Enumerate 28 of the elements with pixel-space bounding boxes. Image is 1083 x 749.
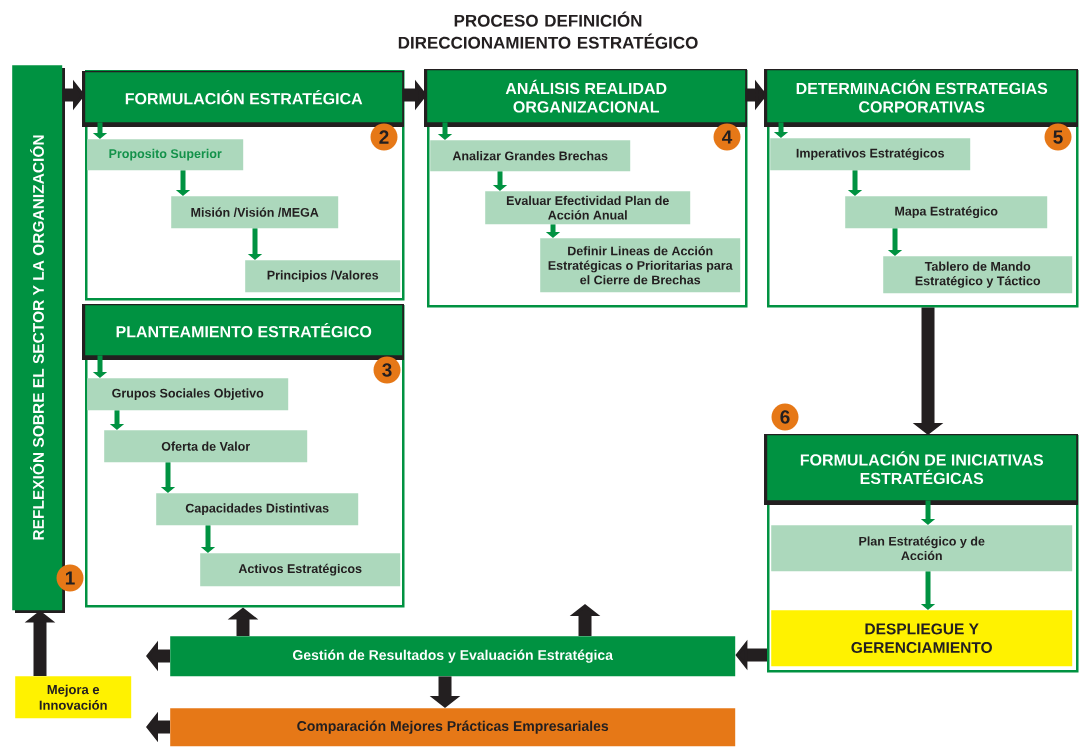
step-box: Definir Lineas de Acción Estratégicas o Prioritarias para el Cierre de Brechas <box>540 238 741 293</box>
step-box: Capacidades Distintivas <box>156 493 359 526</box>
step-box: Analizar Grandes Brechas <box>430 140 631 172</box>
header-band: PLANTEAMIENTO ESTRATÉGICO <box>82 304 404 360</box>
banner-box: Gestión de Resultados y Evaluación Estratégica <box>170 636 736 677</box>
step-box: Principios /Valores <box>245 260 401 293</box>
title: PROCESO DEFINICIÓN DIRECCIONAMIENTO ESTRATÉGICO <box>398 11 698 49</box>
step-box: Imperativos Estratégicos <box>770 138 971 171</box>
step-box: Grupos Sociales Objetivo <box>87 378 289 411</box>
step-box: Misión /Visión /MEGA <box>171 196 339 229</box>
header-band: FORMULACIÓN DE INICIATIVAS ESTRATÉGICAS <box>764 434 1078 505</box>
step-box: Evaluar Efectividad Plan de Acción Anual <box>485 191 691 225</box>
step-number: 3 <box>373 356 401 384</box>
step-box: Plan Estratégico y de Acción <box>771 525 1073 572</box>
step-number: 1 <box>56 564 84 592</box>
step-number: 2 <box>370 123 398 151</box>
step-box: Tablero de Mando Estratégico y Táctico <box>883 256 1073 294</box>
step-box: Activos Estratégicos <box>200 553 401 587</box>
panel-frame <box>85 70 405 301</box>
step-number: 4 <box>713 123 741 151</box>
step-number: 5 <box>1044 123 1072 151</box>
banner-box: Comparación Mejores Prácticas Empresariales <box>170 708 736 747</box>
step-box: Oferta de Valor <box>104 430 308 463</box>
step-box: Mapa Estratégico <box>845 196 1048 229</box>
banner-box: Mejora e Innovación <box>15 676 132 719</box>
step-box: Proposito Superior <box>87 139 244 171</box>
step-number: 6 <box>771 403 799 431</box>
banner-box: DESPLIEGUE Y GERENCIAMIENTO <box>771 610 1073 667</box>
